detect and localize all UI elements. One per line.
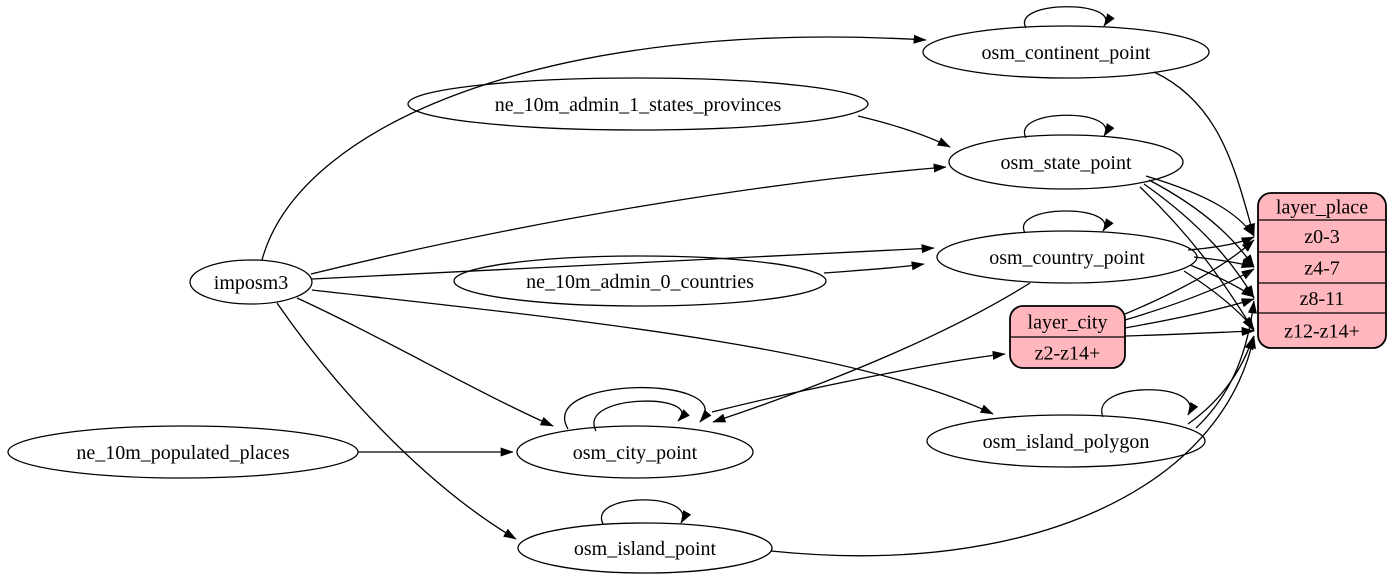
edge-ne_10m_admin_0_countries-osm_country_point	[823, 261, 925, 274]
edge-layer_city-layer_place:z0-3	[1124, 239, 1255, 315]
edge-imposm3-osm_country_point	[311, 244, 935, 280]
node-shape-osm_continent_point	[922, 25, 1210, 79]
self-loop-osm_island_polygon	[1101, 389, 1199, 418]
self-loop-osm_country_point	[1022, 210, 1114, 234]
edge-osm_continent_point-layer_place:z0-3	[1153, 71, 1255, 237]
node-shape-osm_state_point	[948, 134, 1184, 190]
record-row-layer_city-z2-z14+: z2-z14+	[1035, 343, 1101, 365]
self-loop-osm_city_point	[564, 386, 712, 430]
node-shape-ne_10m_admin_1_states_provinces	[407, 77, 869, 131]
node-shape-ne_10m_admin_0_countries	[453, 255, 827, 307]
record-row-layer_city-layer_city: layer_city	[1028, 312, 1108, 334]
edge-imposm3-osm_island_polygon	[311, 289, 994, 415]
edge-imposm3-osm_state_point	[310, 163, 947, 275]
edge-osm_country_point-layer_place:z4-7	[1193, 256, 1255, 268]
edge-osm_city_point-layer_city:z2-z14+	[711, 350, 1006, 413]
self-loop-osm_city_point	[593, 400, 690, 432]
node-label-ne_10m_admin_0_countries: ne_10m_admin_0_countries	[526, 271, 754, 293]
edge-layer_city-layer_place:z12-z14+	[1124, 326, 1255, 337]
node-ne_10m_admin_0_countries: ne_10m_admin_0_countries	[453, 255, 827, 307]
record-row-layer_place-z8-11: z8-11	[1300, 288, 1345, 310]
self-loop-osm_island_point	[600, 499, 692, 525]
edge-imposm3-osm_island_point	[276, 302, 517, 540]
self-loop-osm_state_point	[1023, 114, 1115, 139]
node-ne_10m_populated_places: ne_10m_populated_places	[7, 425, 359, 479]
node-label-osm_country_point: osm_country_point	[989, 247, 1145, 269]
edge-osm_country_point-layer_place:z0-3	[1187, 236, 1255, 251]
node-label-ne_10m_admin_1_states_provinces: ne_10m_admin_1_states_provinces	[495, 94, 782, 116]
edge-imposm3-osm_continent_point	[261, 34, 927, 261]
edge-osm_country_point-osm_city_point	[712, 282, 1031, 423]
node-label-osm_state_point: osm_state_point	[1000, 152, 1132, 174]
edge-osm_state_point-layer_place:z0-3	[1145, 175, 1255, 237]
node-label-osm_island_polygon: osm_island_polygon	[983, 431, 1150, 453]
edges-layer	[261, 6, 1257, 557]
node-shape-imposm3	[189, 259, 313, 305]
edge-layer_city-layer_place:z4-7	[1124, 268, 1255, 321]
record-row-layer_place-z12-z14+: z12-z14+	[1284, 321, 1360, 343]
record-layer_city: layer_city z2-z14+	[1009, 305, 1126, 369]
record-shape-layer_place	[1257, 192, 1387, 349]
edge-ne_10m_admin_1_states_provinces-osm_state_point	[857, 115, 951, 148]
node-osm_country_point: osm_country_point	[936, 230, 1198, 284]
node-shape-osm_city_point	[516, 425, 754, 479]
edge-osm_island_point-layer_place:z12-z14+	[770, 335, 1256, 557]
node-imposm3: imposm3	[189, 259, 313, 305]
edge-osm_country_point-layer_place:z12-z14+	[1183, 270, 1255, 330]
node-label-ne_10m_populated_places: ne_10m_populated_places	[76, 442, 289, 464]
node-osm_state_point: osm_state_point	[948, 134, 1184, 190]
node-label-imposm3: imposm3	[214, 272, 288, 294]
node-label-osm_city_point: osm_city_point	[573, 442, 698, 464]
node-osm_continent_point: osm_continent_point	[922, 25, 1210, 79]
node-label-osm_island_point: osm_island_point	[574, 538, 717, 560]
node-osm_island_point: osm_island_point	[517, 522, 773, 574]
node-shape-osm_island_polygon	[926, 414, 1206, 468]
record-row-layer_place-layer_place: layer_place	[1276, 197, 1368, 219]
edge-osm_state_point-layer_place:z4-7	[1148, 179, 1255, 268]
node-shape-osm_island_point	[517, 522, 773, 574]
record-layer_place: layer_place z0-3 z4-7 z8-11 z12-z14+	[1257, 192, 1387, 349]
edge-layer_city-layer_place:z8-11	[1124, 298, 1255, 329]
record-row-layer_place-z4-7: z4-7	[1304, 258, 1340, 280]
self-loop-osm_continent_point	[1023, 6, 1115, 29]
node-osm_city_point: osm_city_point	[516, 425, 754, 479]
record-row-layer_place-z0-3: z0-3	[1304, 226, 1340, 248]
node-osm_island_polygon: osm_island_polygon	[926, 414, 1206, 468]
node-ne_10m_admin_1_states_provinces: ne_10m_admin_1_states_provinces	[407, 77, 869, 131]
edge-osm_island_polygon-layer_place:z8-11	[1195, 300, 1257, 429]
edge-imposm3-osm_city_point	[296, 297, 554, 427]
node-label-osm_continent_point: osm_continent_point	[982, 42, 1151, 64]
nodes-layer: imposm3 ne_10m_admin_1_states_provincesne…	[7, 25, 1387, 574]
